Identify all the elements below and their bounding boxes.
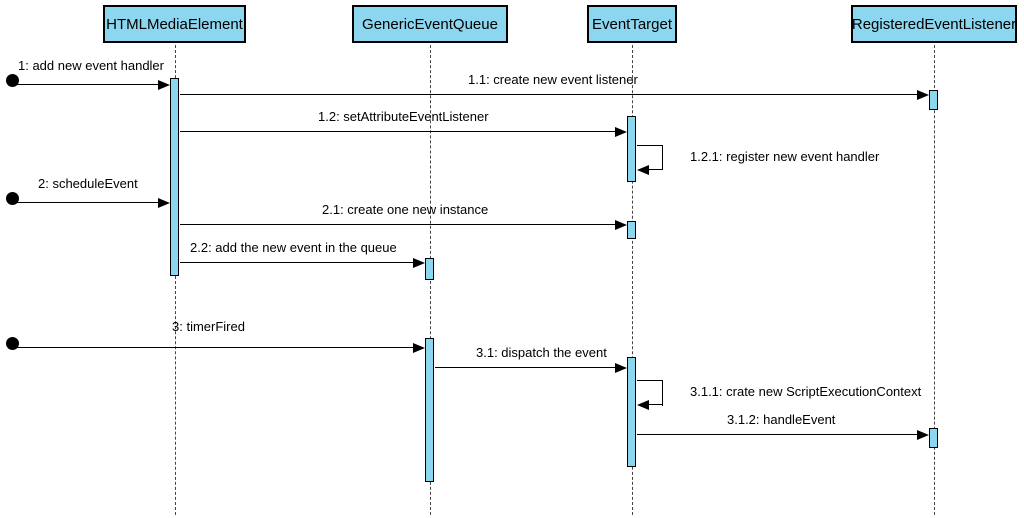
lifeline-header-genericeventqueue: GenericEventQueue	[352, 5, 508, 43]
message-label-2: 2: scheduleEvent	[38, 176, 138, 191]
message-line-1-2	[180, 131, 618, 132]
message-label-2-2: 2.2: add the new event in the queue	[190, 240, 397, 255]
message-label-1-2-1: 1.2.1: register new event handler	[690, 149, 880, 164]
lifeline-htmlmediaelement	[175, 45, 176, 515]
activation-bar-eventtarget-3	[627, 357, 636, 467]
lifeline-name: RegisteredEventListener	[851, 15, 1017, 33]
message-line-2	[12, 202, 160, 203]
activation-bar-eventtarget-2	[627, 221, 636, 239]
message-line-3-1-2	[637, 434, 920, 435]
lifeline-name: EventTarget	[591, 15, 673, 33]
self-message-bottom-3-1-1	[648, 404, 662, 405]
arrowhead-1-2-1	[637, 165, 649, 175]
self-message-bottom-1-2-1	[648, 169, 662, 170]
activation-bar-genericeventqueue-2	[425, 338, 434, 482]
lifeline-header-registeredeventlistener: RegisteredEventListener	[851, 5, 1017, 43]
lifeline-genericeventqueue	[430, 45, 431, 515]
arrowhead-2-1	[615, 220, 627, 230]
message-label-2-1: 2.1: create one new instance	[322, 202, 489, 217]
message-label-1: 1: add new event handler	[18, 58, 164, 73]
message-line-3-1	[435, 367, 618, 368]
lifeline-header-eventtarget: EventTarget	[587, 5, 677, 43]
actor-dot-2	[6, 192, 19, 205]
message-line-2-1	[180, 224, 618, 225]
self-message-top-1-2-1	[637, 145, 663, 146]
message-line-3	[12, 347, 416, 348]
self-message-side-1-2-1	[662, 145, 663, 170]
message-label-3: 3: timerFired	[172, 319, 245, 334]
lifeline-registeredeventlistener	[934, 45, 935, 515]
activation-bar-eventtarget-1	[627, 116, 636, 182]
activation-bar-registeredeventlistener-2	[929, 428, 938, 448]
arrowhead-2	[158, 198, 170, 208]
arrowhead-1-2	[615, 127, 627, 137]
arrowhead-3-1	[615, 363, 627, 373]
lifeline-name: GenericEventQueue	[362, 15, 498, 33]
actor-dot-1	[6, 74, 19, 87]
arrowhead-1-1	[917, 90, 929, 100]
message-label-1-1: 1.1: create new event listener	[468, 72, 638, 87]
message-label-3-1-1: 3.1.1: crate new ScriptExecutionContext	[690, 384, 922, 399]
arrowhead-1	[158, 80, 170, 90]
message-line-1-1	[180, 94, 920, 95]
message-line-1	[12, 84, 160, 85]
activation-bar-genericeventqueue-1	[425, 258, 434, 280]
arrowhead-3	[413, 343, 425, 353]
message-label-1-2: 1.2: setAttributeEventListener	[318, 109, 489, 124]
actor-dot-3	[6, 337, 19, 350]
self-message-side-3-1-1	[662, 380, 663, 406]
activation-bar-htmlmediaelement	[170, 78, 179, 276]
lifeline-name: HTMLMediaElement	[106, 15, 243, 33]
message-line-2-2	[180, 262, 416, 263]
arrowhead-3-1-2	[917, 430, 929, 440]
lifeline-eventtarget	[632, 45, 633, 515]
activation-bar-registeredeventlistener-1	[929, 90, 938, 110]
self-message-top-3-1-1	[637, 380, 663, 381]
arrowhead-3-1-1	[637, 400, 649, 410]
arrowhead-2-2	[413, 258, 425, 268]
message-label-3-1: 3.1: dispatch the event	[476, 345, 607, 360]
lifeline-header-htmlmediaelement: HTMLMediaElement	[103, 5, 246, 43]
message-label-3-1-2: 3.1.2: handleEvent	[727, 412, 836, 427]
